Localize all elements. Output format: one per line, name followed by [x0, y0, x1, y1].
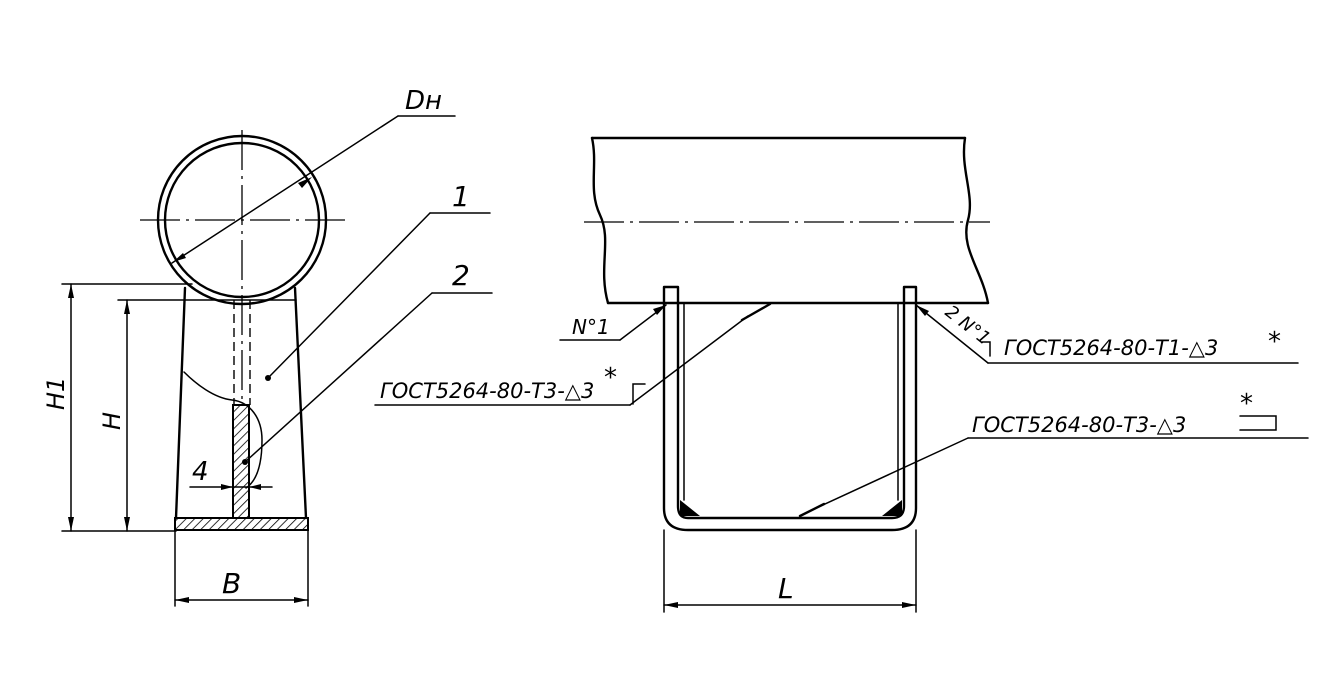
b-arrow-left: [175, 597, 189, 603]
weld-no-right-leader: [915, 304, 989, 364]
label-h1: H1: [42, 377, 70, 410]
label-diameter: Dн: [405, 86, 442, 116]
label-thickness: 4: [192, 457, 209, 487]
weld-left-flag: [632, 383, 646, 405]
label-weld-note-right: ГОСТ5264-80-Т1-△3: [1004, 336, 1218, 360]
h1-arrow-bottom: [68, 517, 74, 531]
thickness-arrow-left: [221, 484, 233, 490]
label-item-2: 2: [452, 259, 470, 292]
pipe-break-left: [590, 136, 610, 305]
diameter-arrow-2: [298, 177, 312, 188]
front-view: L N°1 2 N°1 ГОСТ5264-80-Т1-△3 * ГОСТ5264…: [374, 136, 1309, 613]
weld-no-right-arrow: [916, 305, 929, 316]
item-2-leader: [244, 292, 433, 463]
label-h: H: [98, 412, 126, 430]
pipe-break-right: [962, 136, 990, 305]
label-l: L: [778, 572, 794, 605]
weld-no-left-arrow: [653, 305, 666, 315]
base-plate-hatched: [174, 517, 309, 531]
label-weld-note-bottom: ГОСТ5264-80-Т3-△3: [972, 413, 1186, 437]
side-view: Dн 4 1 2 H1: [42, 86, 493, 607]
weld-bottom-symbol: [1239, 415, 1277, 431]
label-asterisk-bottom: *: [1240, 389, 1253, 419]
b-arrow-right: [294, 597, 308, 603]
diameter-arrow-1: [173, 253, 186, 262]
weld-note-bottom-leader: [811, 437, 969, 511]
u-support-outer: [662, 285, 918, 532]
h-arrow-bottom: [124, 517, 130, 531]
weld-right-flag: [981, 341, 991, 357]
fillet-weld-left: [680, 500, 700, 516]
support-break-line: [183, 371, 263, 489]
h-arrow-top: [124, 300, 130, 314]
label-weld-no-left: N°1: [572, 315, 610, 339]
support-outline: [174, 286, 308, 520]
l-arrow-right: [902, 602, 916, 608]
fillet-weld-right: [882, 500, 902, 516]
label-item-1: 1: [452, 180, 470, 213]
label-b: B: [222, 567, 241, 600]
item-2-dot: [242, 459, 248, 465]
h1-arrow-top: [68, 284, 74, 298]
weld-note-left-leader: [629, 315, 749, 406]
item-1-leader: [267, 212, 431, 379]
label-asterisk-left: *: [604, 363, 617, 393]
item-1-dot: [265, 375, 271, 381]
diameter-leader: [171, 115, 399, 264]
label-asterisk-right: *: [1268, 327, 1281, 357]
l-arrow-left: [664, 602, 678, 608]
thickness-arrow-right: [249, 484, 261, 490]
label-weld-note-left: ГОСТ5264-80-Т3-△3: [380, 379, 594, 403]
